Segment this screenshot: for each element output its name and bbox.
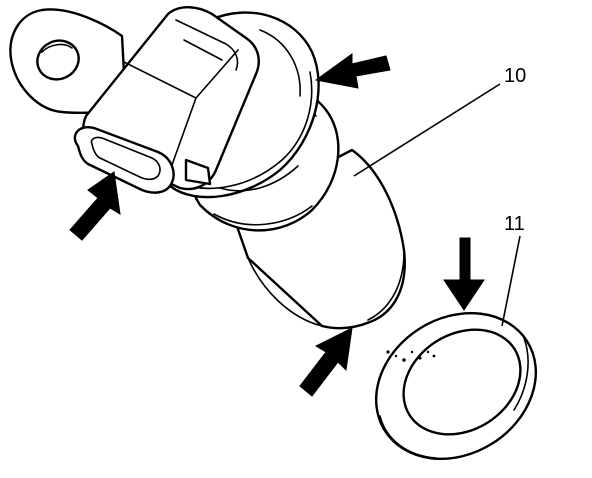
arrow-to-probe-tip [299,327,353,397]
o-ring-seal [374,311,538,461]
sensor-assembly [9,6,406,330]
arrow-to-o-ring [443,237,485,311]
arrow-to-connector [69,171,121,241]
arrow-to-housing-seam [314,53,391,89]
callout-11-label: 11 [504,213,525,235]
bolt-hole [36,39,80,81]
callout-10-label: 10 [504,65,526,87]
callout-11: 11 [501,213,525,327]
callout-10: 10 [353,65,526,177]
connector-opening [73,126,175,194]
o-ring-marking [386,350,436,362]
mounting-ear [9,8,128,115]
